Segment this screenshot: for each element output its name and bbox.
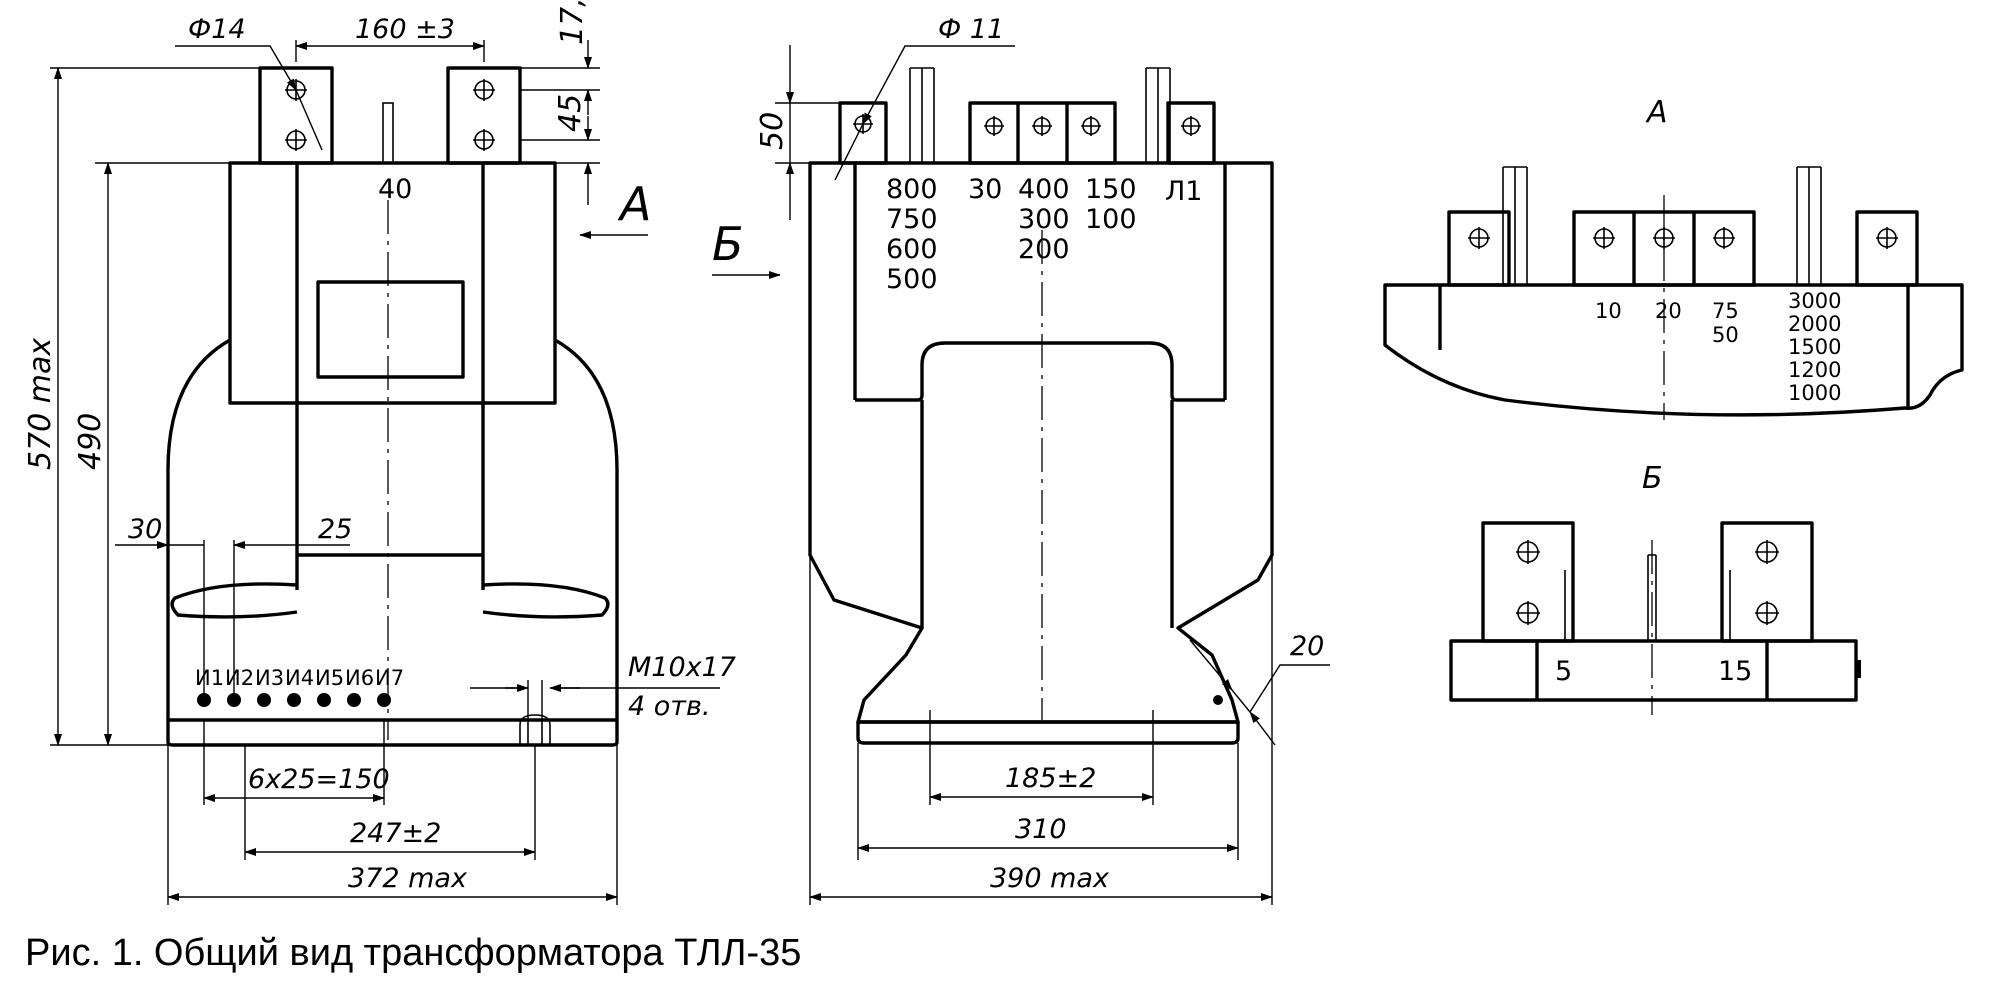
top-plate [228, 161, 557, 405]
thread-label: M10x17 [628, 652, 736, 683]
view-a-label: 50 [1712, 323, 1739, 347]
tap-label: И2 [225, 666, 254, 690]
primary-mark-label: Л1 [1165, 176, 1202, 207]
ext-lines-right [520, 67, 600, 164]
tap-label: И4 [285, 666, 314, 690]
core-outline [295, 163, 485, 590]
dim-dia-11-label: Ф 11 [938, 14, 1004, 45]
dim-30-label: 30 [128, 514, 162, 545]
tap-terminals [197, 693, 391, 707]
holes-count-label: 4 отв. [628, 691, 711, 722]
ratio-label: 300 [1018, 204, 1070, 235]
side-view: 800 750 600 500 30 400 300 200 150 100 Л… [712, 14, 1330, 905]
view-a-ratio: 1200 [1788, 358, 1841, 382]
dim-160-label: 160 ±3 [355, 14, 455, 45]
side-inner-outline [853, 163, 1227, 402]
ratio-label: 600 [886, 234, 938, 265]
side-stud [1213, 695, 1223, 705]
tap-label: И7 [375, 666, 404, 690]
dim-185-label: 185±2 [1005, 763, 1096, 794]
view-a-ratio: 3000 [1788, 289, 1841, 313]
body-belly [170, 582, 610, 619]
view-a: A 10 20 75 50 3000 2000 1500 1200 1000 [1383, 95, 1964, 420]
view-b-arrow-label: Б [712, 217, 744, 271]
side-terminal-holes [853, 114, 1201, 136]
view-a-arrow-label: A [617, 177, 651, 231]
view-a-ratio: 1500 [1788, 335, 1841, 359]
base-plate [166, 718, 619, 747]
dim-25-label: 25 [318, 514, 352, 545]
view-b-left-label: 5 [1555, 656, 1572, 687]
center-mark: 40 [378, 174, 412, 205]
dim-dia-11 [862, 45, 1015, 125]
view-a-pins [1502, 166, 1822, 285]
mounting-stud [519, 714, 551, 745]
body-outline [166, 338, 619, 720]
figure-caption: Рис. 1. Общий вид трансформатора ТЛЛ-35 [25, 932, 802, 974]
front-view: И1 И2 И3 И4 И5 И6 И7 40 160 ±3 Ф14 17,5 … [23, 0, 736, 905]
ratio-label: 100 [1085, 204, 1137, 235]
view-a-holes [1468, 227, 1898, 249]
dim-dia-14-tail [295, 89, 323, 151]
ratio-label: 400 [1018, 174, 1070, 205]
dim-20-label: 20 [1290, 631, 1324, 662]
terminal-holes [285, 79, 495, 151]
window [316, 280, 465, 379]
ratio-label: 30 [968, 174, 1002, 205]
ratio-label: 800 [886, 174, 938, 205]
tap-labels: И1 И2 И3 И4 И5 И6 И7 [195, 666, 404, 690]
dim-45-label: 45 [553, 94, 588, 132]
dim-310-label: 310 [1015, 814, 1067, 845]
ratio-label: 200 [1018, 234, 1070, 265]
view-a-ratio: 2000 [1788, 312, 1841, 336]
view-b-title: Б [1642, 461, 1663, 496]
dim-490-label: 490 [73, 413, 108, 470]
center-pin [382, 102, 394, 164]
view-a-ratio: 1000 [1788, 381, 1841, 405]
view-b-right-label: 15 [1718, 656, 1752, 687]
dim-dia-14 [175, 45, 297, 91]
dim-50-label: 50 [755, 112, 790, 150]
view-a-label: 20 [1655, 299, 1682, 323]
ext-lines-bottom [167, 720, 618, 905]
dim-247-label: 247±2 [350, 818, 441, 849]
ratio-label: 750 [886, 204, 938, 235]
dim-390-label: 390 max [990, 863, 1110, 894]
ratio-label: 150 [1085, 174, 1137, 205]
tap-label: И1 [195, 666, 224, 690]
dim-150-label: 6x25=150 [248, 764, 390, 795]
dim-dia-14-label: Ф14 [188, 14, 246, 45]
ratio-label: 500 [886, 264, 938, 295]
view-b-body [1449, 639, 1858, 702]
view-b-holes [1516, 540, 1779, 625]
view-a-label: 75 [1712, 299, 1739, 323]
ext-lines-taps [203, 540, 235, 705]
dim-17-5-label: 17,5 [555, 0, 590, 45]
dim-570-label: 570 max [23, 338, 58, 470]
view-a-title: A [1645, 95, 1668, 130]
side-base-plate [856, 720, 1240, 745]
view-a-body [1383, 283, 1964, 417]
tap-label: И5 [315, 666, 344, 690]
view-a-label: 10 [1595, 299, 1622, 323]
tap-label: И6 [345, 666, 374, 690]
side-pins [909, 67, 1171, 163]
dim-372-label: 372 max [348, 863, 468, 894]
tap-label: И3 [255, 666, 284, 690]
view-b: Б 5 15 [1449, 461, 1861, 715]
